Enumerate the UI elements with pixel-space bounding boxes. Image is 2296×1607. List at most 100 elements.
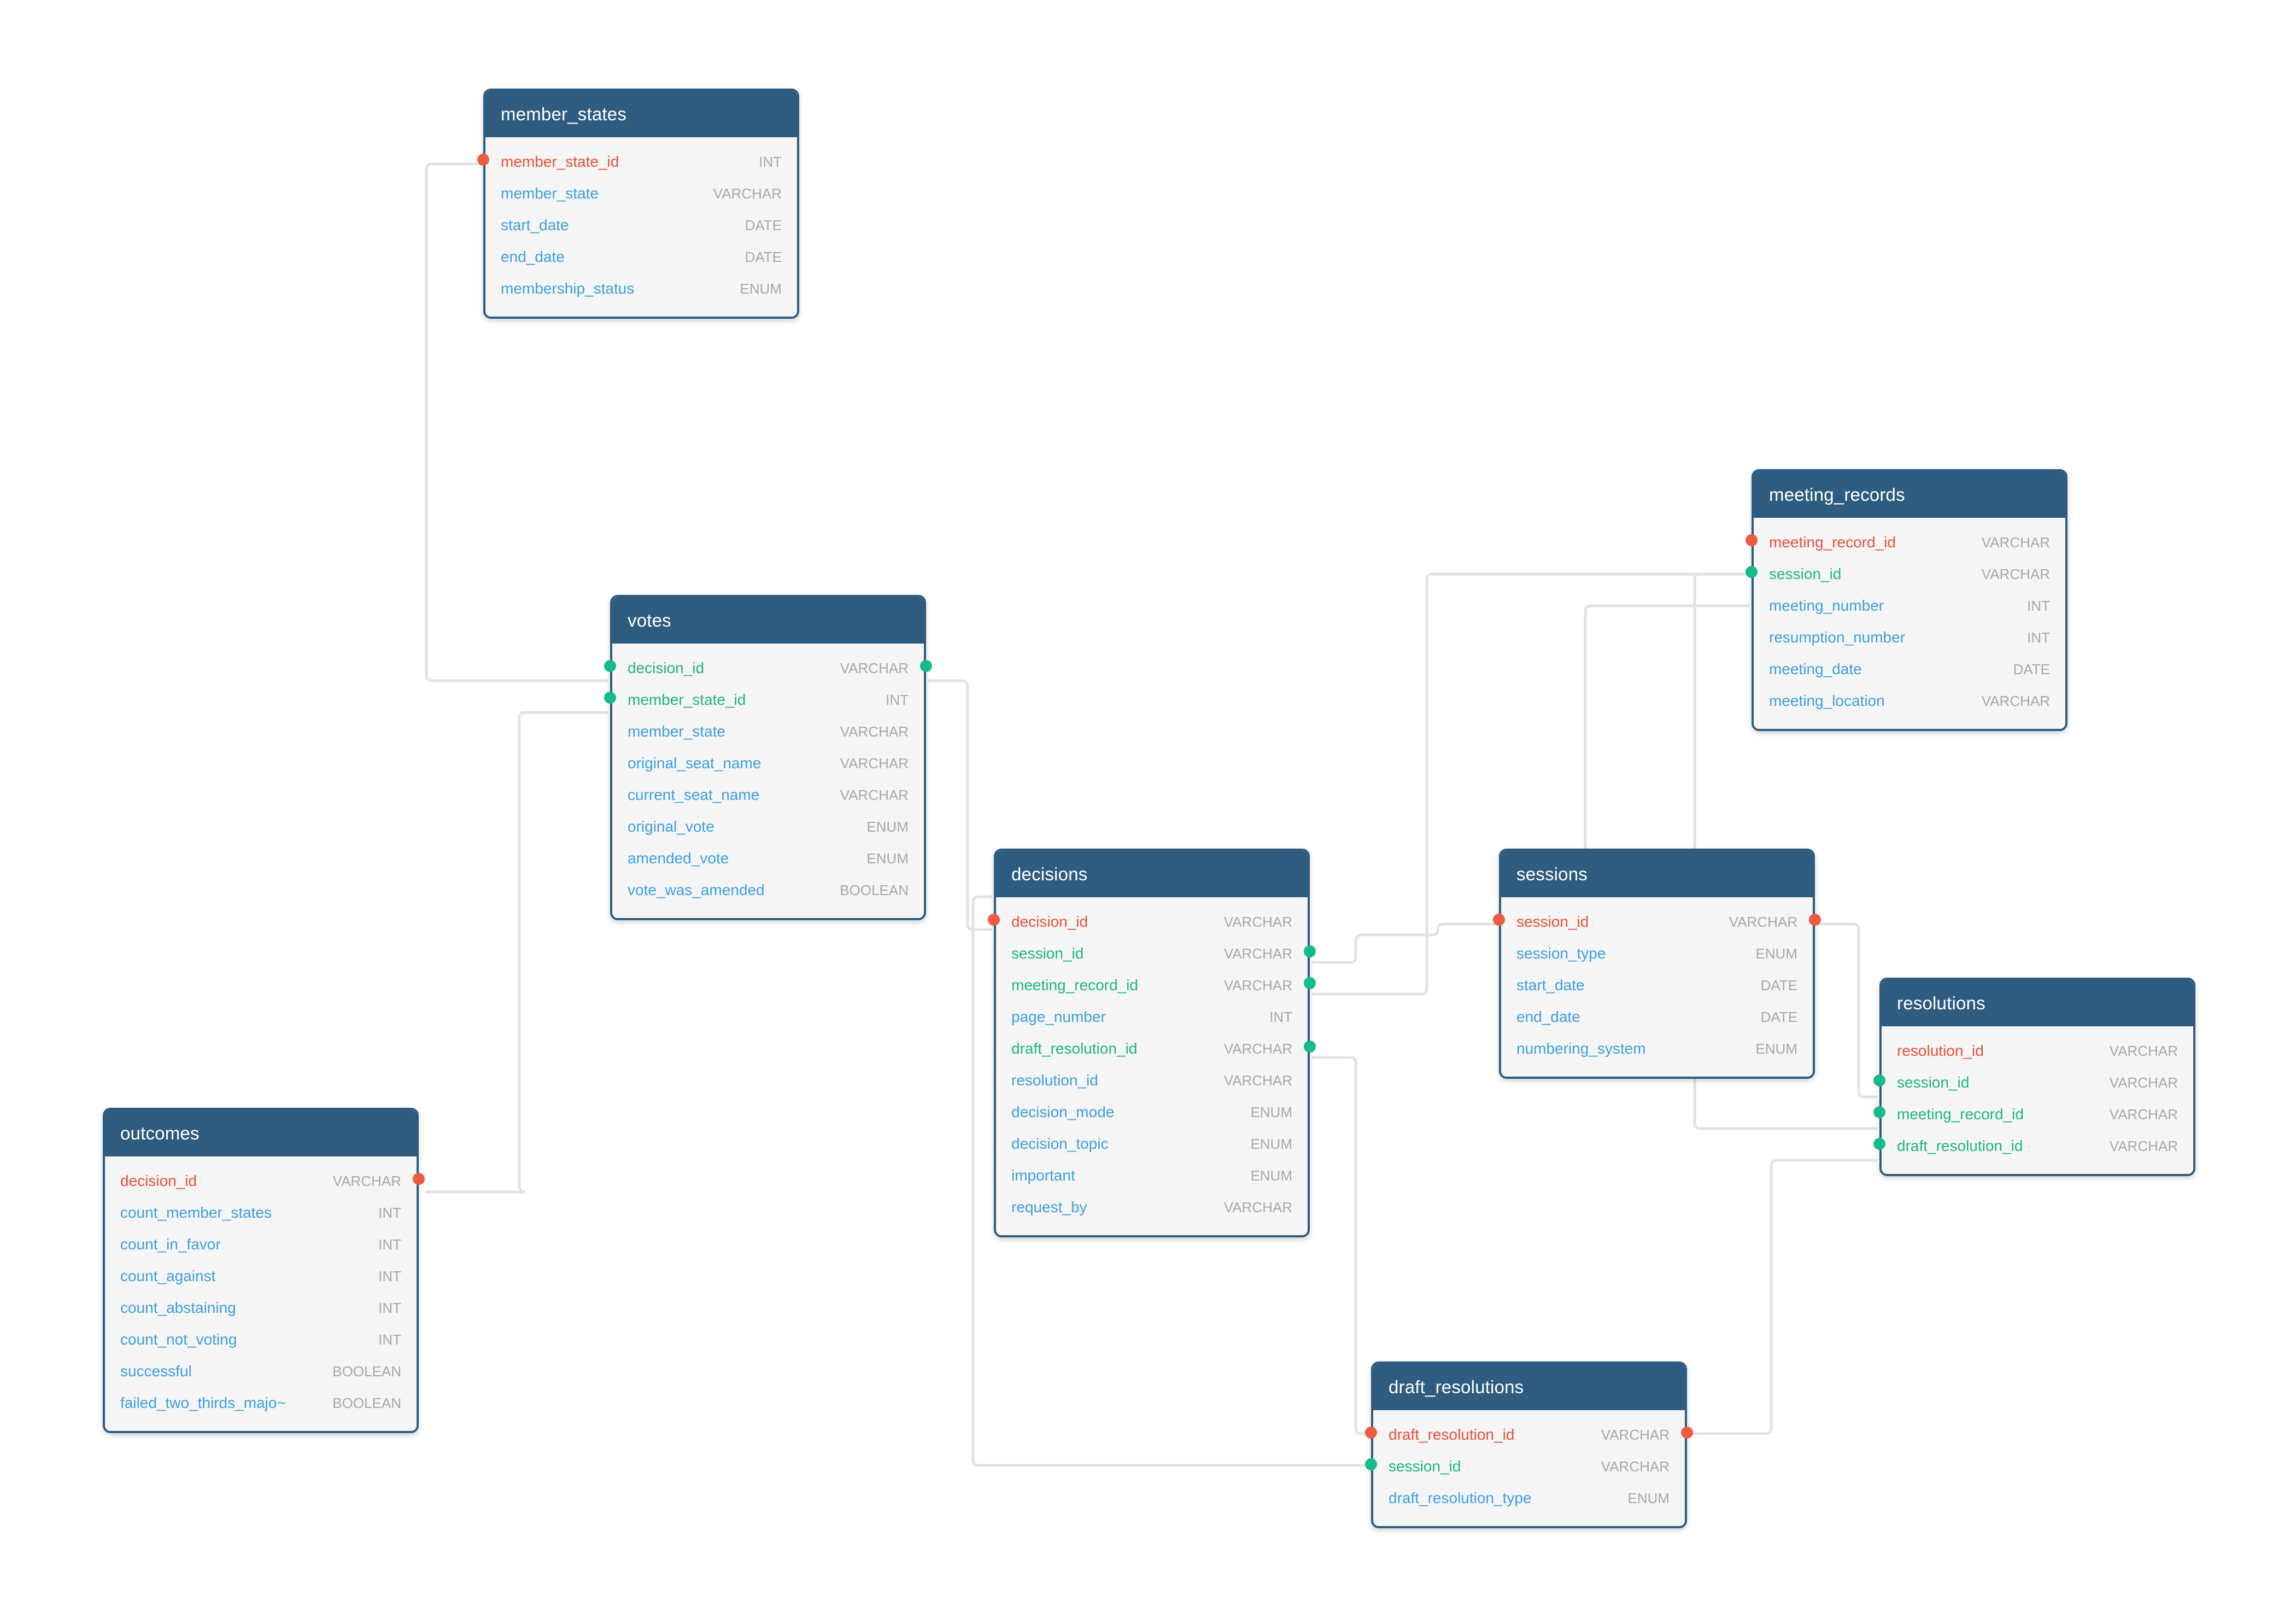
foreign-key-connector-dot[interactable]: [1873, 1074, 1885, 1086]
foreign-key-connector-dot[interactable]: [1304, 945, 1316, 957]
primary-key-connector-dot[interactable]: [413, 1173, 425, 1185]
field-name: meeting_number: [1769, 597, 1884, 614]
field-type: VARCHAR: [1601, 1458, 1670, 1475]
field-type: VARCHAR: [1981, 565, 2050, 582]
field-name: decision_id: [1011, 913, 1088, 930]
entity-table-title: meeting_records: [1754, 471, 2065, 518]
field-name: member_state_id: [628, 691, 746, 708]
field-type: VARCHAR: [840, 755, 909, 772]
relationship-wire: [425, 711, 608, 1194]
field-name: draft_resolution_type: [1389, 1489, 1532, 1506]
field-name: current_seat_name: [628, 786, 760, 803]
entity-field-row[interactable]: failed_two_thirds_majo~BOOLEAN: [105, 1387, 417, 1419]
primary-key-connector-dot[interactable]: [1365, 1427, 1377, 1439]
entity-table-title: member_states: [485, 91, 797, 137]
field-name: draft_resolution_id: [1897, 1137, 2023, 1154]
entity-table-title: decisions: [996, 851, 1308, 897]
foreign-key-connector-dot[interactable]: [1304, 1041, 1316, 1053]
entity-field-row[interactable]: original_seat_name VARCHAR: [612, 747, 924, 779]
field-type: DATE: [1760, 1008, 1797, 1025]
field-type: VARCHAR: [1981, 692, 2050, 709]
primary-key-connector-dot[interactable]: [988, 914, 1000, 926]
field-name: original_seat_name: [628, 755, 762, 772]
field-type: ENUM: [1250, 1167, 1292, 1184]
entity-field-row[interactable]: meeting_number INT: [1754, 590, 2065, 622]
field-type: ENUM: [1755, 1040, 1797, 1057]
primary-key-connector-dot[interactable]: [477, 154, 489, 166]
field-type: ENUM: [1250, 1103, 1292, 1120]
field-name: start_date: [501, 217, 569, 233]
foreign-key-connector-dot[interactable]: [920, 660, 932, 672]
field-type: DATE: [745, 248, 782, 265]
foreign-key-connector-dot[interactable]: [1873, 1106, 1885, 1118]
primary-key-connector-dot[interactable]: [1809, 914, 1821, 926]
foreign-key-connector-dot[interactable]: [604, 692, 616, 704]
foreign-key-connector-dot[interactable]: [1873, 1138, 1885, 1150]
foreign-key-connector-dot[interactable]: [1746, 566, 1758, 578]
primary-key-connector-dot[interactable]: [1493, 914, 1505, 926]
field-type: INT: [2027, 597, 2050, 614]
foreign-key-connector-dot[interactable]: [1365, 1458, 1377, 1470]
field-name: count_against: [120, 1267, 216, 1284]
foreign-key-connector-dot[interactable]: [1304, 977, 1316, 989]
field-name: session_id: [1516, 913, 1589, 930]
primary-key-connector-dot[interactable]: [1681, 1427, 1693, 1439]
foreign-key-connector-dot[interactable]: [604, 660, 616, 672]
primary-key-connector-dot[interactable]: [1746, 534, 1758, 546]
